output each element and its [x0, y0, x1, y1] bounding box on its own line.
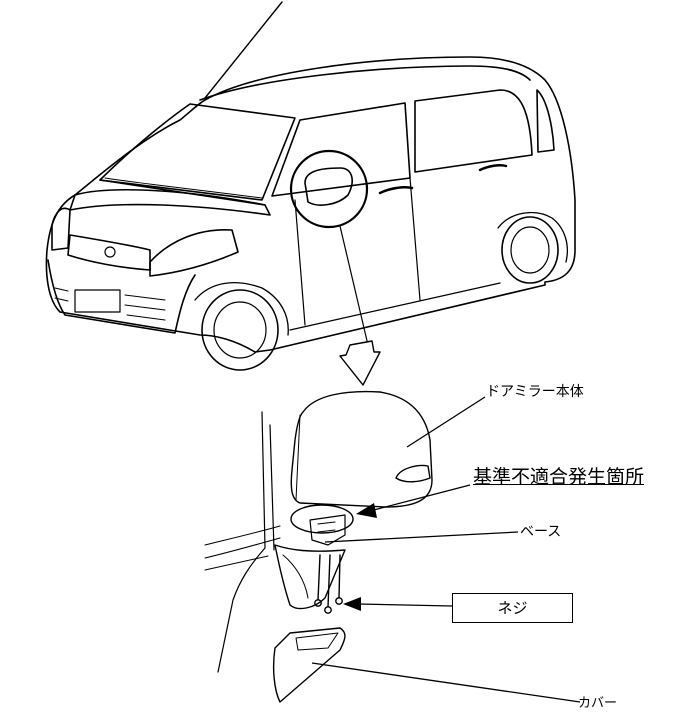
car-body-outline: [45, 56, 576, 353]
leader-base: [324, 531, 519, 543]
rear-wheel: [501, 216, 559, 284]
car-illustration: [45, 1, 576, 371]
label-mirror-body: ドアミラー本体: [486, 384, 584, 400]
windshield: [99, 103, 296, 201]
grille: [67, 234, 151, 271]
mirror-body: [290, 390, 433, 508]
headlight-left: [51, 207, 71, 251]
leader-lines: [311, 396, 581, 703]
zoom-arrow: [339, 340, 381, 386]
antenna: [204, 1, 283, 99]
base-bracket: [274, 544, 346, 610]
arrow-defect-head: [356, 503, 377, 518]
defect-highlight-ellipse: [290, 504, 354, 534]
turn-signal: [395, 464, 431, 483]
hood: [69, 188, 271, 216]
label-defect-location: 基準不適合発生箇所: [473, 466, 645, 488]
label-screw-box: ネジ: [452, 593, 573, 623]
arrow-screw-head: [343, 597, 361, 611]
front-wheel: [201, 289, 279, 371]
arrow-defect-shaft: [369, 484, 471, 512]
car-mirror: [304, 167, 353, 206]
label-base: ベース: [520, 524, 562, 540]
headlight-right: [149, 229, 239, 277]
rear-window: [414, 89, 533, 173]
door-panel: [217, 411, 275, 673]
leader-cover: [311, 662, 581, 703]
screws: [314, 554, 343, 614]
zoom-line: [339, 225, 369, 346]
leader-mirror-body: [406, 396, 486, 448]
front-bumper: [47, 259, 196, 334]
mirror-highlight-circle: [289, 149, 369, 229]
mirror-base: [309, 514, 346, 546]
mirror-exploded-view: [204, 390, 433, 703]
label-cover: カバー: [578, 696, 618, 711]
arrow-screw-shaft: [357, 603, 453, 607]
cover: [272, 627, 346, 703]
